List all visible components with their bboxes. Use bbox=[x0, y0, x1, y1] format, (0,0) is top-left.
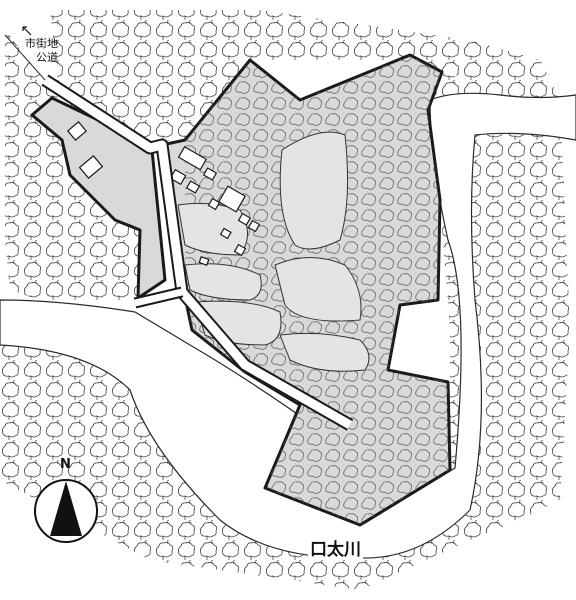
buildings bbox=[169, 145, 261, 266]
west-building-1 bbox=[66, 121, 88, 141]
building-5 bbox=[218, 185, 246, 213]
building-9 bbox=[219, 227, 232, 240]
clearing-middle bbox=[274, 257, 362, 322]
building-11 bbox=[198, 256, 210, 266]
road-label-public-road: 公道 bbox=[36, 51, 58, 64]
branch-road-inner bbox=[134, 288, 183, 307]
building-1 bbox=[177, 145, 208, 171]
clearings bbox=[177, 131, 370, 372]
clearing-north bbox=[279, 131, 349, 250]
building-8 bbox=[247, 219, 261, 233]
road-label-city: 市街地 bbox=[25, 37, 58, 50]
west-buildings bbox=[66, 121, 104, 179]
building-6 bbox=[207, 197, 221, 211]
forest-north bbox=[50, 10, 560, 150]
arrow-northwest-icon bbox=[22, 26, 32, 36]
river-label: 口太川 bbox=[308, 540, 363, 560]
compass-north-label: N bbox=[60, 457, 71, 472]
road-to-city bbox=[4, 34, 46, 81]
roads bbox=[4, 34, 354, 431]
public-road-inner bbox=[42, 76, 353, 429]
clearing-west-2 bbox=[184, 263, 262, 301]
clearing-south bbox=[279, 332, 370, 372]
building-3 bbox=[185, 180, 201, 194]
building-2 bbox=[169, 168, 187, 186]
west-building-2 bbox=[78, 155, 104, 179]
building-4 bbox=[202, 167, 218, 181]
building-7 bbox=[237, 212, 252, 226]
building-10 bbox=[233, 243, 247, 257]
north-arrow-icon bbox=[34, 479, 98, 543]
